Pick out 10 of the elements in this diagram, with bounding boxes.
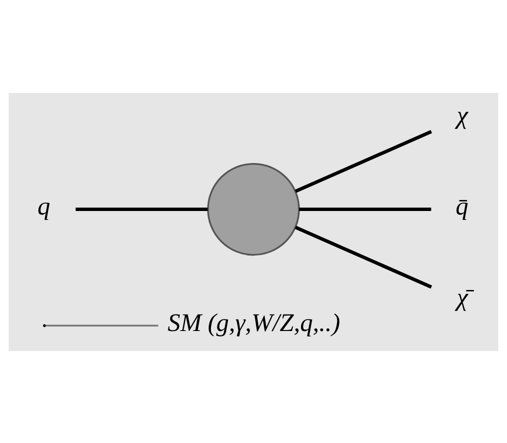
connector <box>299 207 432 211</box>
connector <box>294 225 432 288</box>
node-text: χ <box>456 101 468 130</box>
connector <box>294 129 432 192</box>
node-text: q <box>38 192 50 220</box>
connector <box>76 207 208 211</box>
node-text: SM (g,γ,W/Z,q,..) <box>168 308 340 336</box>
node-circle <box>207 162 300 256</box>
connector <box>46 324 158 326</box>
node-text: q̄ <box>456 192 468 220</box>
